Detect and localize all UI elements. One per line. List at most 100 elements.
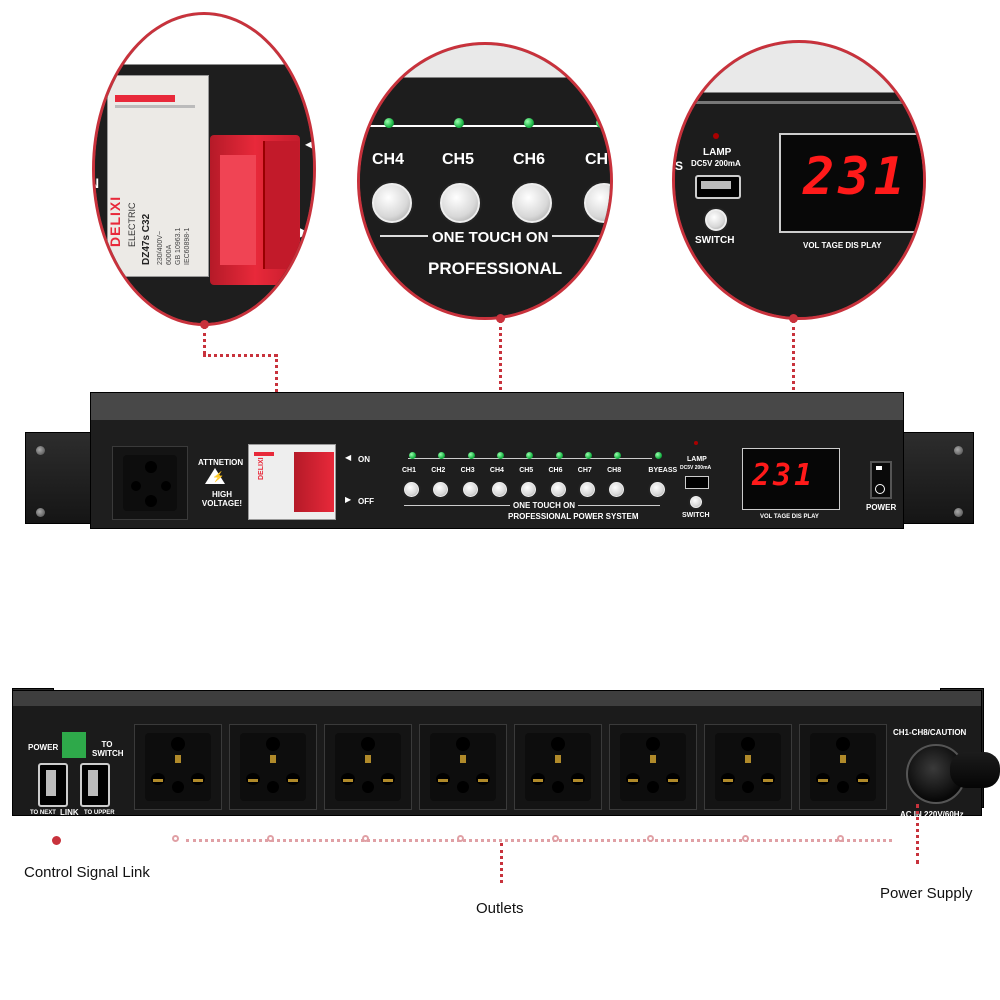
outlet-anchor-dot xyxy=(742,835,749,842)
front-ch2-label: CH2 xyxy=(431,467,446,474)
rear-outlet[interactable] xyxy=(134,724,222,810)
rear-outlet[interactable] xyxy=(799,724,887,810)
lamp-indicator xyxy=(713,133,719,139)
front-ch6-button[interactable] xyxy=(550,482,566,497)
front-off-label: OFF xyxy=(358,497,374,506)
attention-label: ATTNETION xyxy=(198,458,244,467)
breaker-spec-4: IEC60898-1 xyxy=(184,227,191,265)
front-tagline-1: ONE TOUCH ON xyxy=(510,501,579,510)
front-readout: 231 xyxy=(752,458,816,493)
rear-power-label: POWER xyxy=(28,743,59,752)
rear-outlet[interactable] xyxy=(324,724,412,810)
led-ch4 xyxy=(384,118,394,128)
zoom-lamp-rating: DC5V 200mA xyxy=(691,159,741,168)
zoom-tagline-1: ONE TOUCH ON xyxy=(428,229,553,246)
front-ch3-button[interactable] xyxy=(462,482,478,497)
outlet-face xyxy=(525,733,591,801)
led-ch5 xyxy=(526,452,534,459)
front-ch5-button[interactable] xyxy=(521,482,537,497)
breaker-spec-1: 230/400V~ xyxy=(157,230,164,265)
outlet-anchor-dot xyxy=(457,835,464,842)
zoom-ch5-label: CH5 xyxy=(442,151,475,168)
caption-power-supply: Power Supply xyxy=(880,885,973,902)
outlet-anchor-dot xyxy=(172,835,179,842)
side-mark-n: N xyxy=(95,175,99,191)
breaker-spec-2: 6000A xyxy=(166,244,173,265)
rear-to-next-label: TO NEXT xyxy=(30,810,56,816)
front-outlet[interactable] xyxy=(112,446,188,520)
outlet-face xyxy=(145,733,211,801)
led-ch3 xyxy=(467,452,475,459)
on-arrow-icon: ◀ xyxy=(305,137,315,151)
outlet-face xyxy=(620,733,686,801)
rear-outlet[interactable] xyxy=(609,724,697,810)
rear-outlet[interactable] xyxy=(514,724,602,810)
front-lamp-label: LAMP xyxy=(687,456,707,463)
rear-outlet[interactable] xyxy=(229,724,317,810)
display-anchor-dot xyxy=(789,314,798,323)
front-screw xyxy=(954,508,963,517)
high-voltage-label: HIGH VOLTAGE! xyxy=(201,490,243,508)
outlet-anchor-dot xyxy=(362,835,369,842)
breaker-brand-sub: ELECTRIC xyxy=(127,202,137,247)
front-ch8-label: CH8 xyxy=(607,467,622,474)
led-ch4 xyxy=(496,452,504,459)
rear-outlet[interactable] xyxy=(419,724,507,810)
front-ch7-label: CH7 xyxy=(577,467,592,474)
zoom-ch6-label: CH6 xyxy=(513,151,546,168)
led-ch2 xyxy=(438,452,446,459)
zoom-display-window xyxy=(779,133,923,233)
led-ch6 xyxy=(555,452,563,459)
zoom-switch-button[interactable] xyxy=(705,209,727,231)
zoom-tagline-2: PROFESSIONAL xyxy=(428,259,563,278)
front-byeass-label: BYEASS xyxy=(648,467,678,474)
led-ch1 xyxy=(409,452,416,459)
front-breaker-toggle[interactable] xyxy=(294,452,334,512)
led-ch7 xyxy=(584,452,592,459)
channels-anchor-dot xyxy=(496,314,505,323)
zoom-ch7-button[interactable] xyxy=(584,183,610,223)
rear-control-terminal[interactable] xyxy=(62,732,86,758)
rear-to-upper-label: TO UPPER xyxy=(84,810,115,816)
zoom-display: LAMP DC5V 200mA SWITCH S 231 VOL TAGE DI… xyxy=(672,40,926,320)
zoom-readout: 231 xyxy=(803,147,909,207)
front-ch1-label: CH1 xyxy=(402,467,417,474)
breaker-body xyxy=(107,75,209,277)
front-ch4-button[interactable] xyxy=(491,482,507,497)
zoom-switch-label: SWITCH xyxy=(695,235,735,246)
breaker-spec-3: GB 10963.1 xyxy=(175,227,182,265)
link-anchor-dot xyxy=(52,836,61,845)
outlet-anchor-dot xyxy=(267,835,274,842)
front-ch3-label: CH3 xyxy=(460,467,475,474)
front-tagline-2: PROFESSIONAL POWER SYSTEM xyxy=(508,512,639,521)
front-screw xyxy=(954,446,963,455)
outlet-anchor-dot xyxy=(837,835,844,842)
rear-link-label: LINK xyxy=(60,808,79,817)
zoom-ch6-button[interactable] xyxy=(512,183,552,223)
front-on-label: ON xyxy=(358,455,370,464)
front-ch8-button[interactable] xyxy=(609,482,625,497)
front-ch2-button[interactable] xyxy=(433,482,449,497)
front-switch-button[interactable] xyxy=(690,496,702,508)
outlet-anchor-dot xyxy=(647,835,654,842)
front-ch7-button[interactable] xyxy=(579,482,595,497)
rear-outlet[interactable] xyxy=(704,724,792,810)
front-byeass-button[interactable] xyxy=(650,482,666,497)
front-usb-port[interactable] xyxy=(685,476,709,489)
led-byeass xyxy=(655,452,663,459)
front-ch1-button[interactable] xyxy=(404,482,419,497)
led-ch5 xyxy=(454,118,464,128)
high-voltage-icon xyxy=(205,468,225,484)
caption-control-signal-link: Control Signal Link xyxy=(24,864,150,881)
zoom-ch5-button[interactable] xyxy=(440,183,480,223)
zoom-breaker: DELIXI ELECTRIC DZ47s C32 230/400V~ 6000… xyxy=(92,12,316,326)
rear-caution-label: CH1-CH8/CAUTION xyxy=(893,728,967,737)
zoom-display-label: VOL TAGE DIS PLAY xyxy=(803,241,882,250)
front-ch4-label: CH4 xyxy=(489,467,504,474)
front-off-arrow-icon: ▶ xyxy=(345,495,352,504)
front-ch6-label: CH6 xyxy=(548,467,563,474)
front-breaker-brand: DELIXI xyxy=(258,457,265,480)
zoom-lamp-label: LAMP xyxy=(703,147,732,158)
zoom-ch4-button[interactable] xyxy=(372,183,412,223)
outlet-anchor-dot xyxy=(552,835,559,842)
